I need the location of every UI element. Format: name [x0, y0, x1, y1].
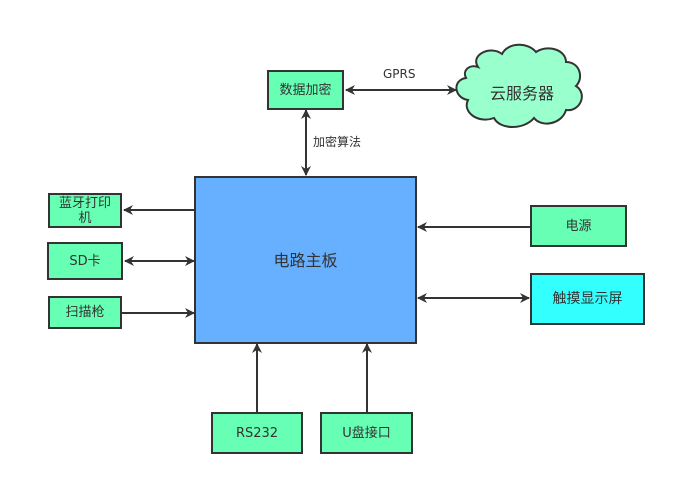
- node-power[interactable]: 电源: [530, 205, 627, 247]
- node-touch-screen-label: 触摸显示屏: [552, 290, 623, 307]
- edge-label-encrypt-algorithm: 加密算法: [313, 135, 362, 149]
- node-rs232[interactable]: RS232: [211, 412, 303, 454]
- node-rs232-label: RS232: [235, 425, 279, 441]
- node-data-encrypt-label: 数据加密: [279, 82, 332, 98]
- edge-label-gprs: GPRS: [383, 67, 416, 81]
- node-touch-screen[interactable]: 触摸显示屏: [530, 273, 645, 325]
- node-usb-port-label: U盘接口: [342, 425, 391, 441]
- node-power-label: 电源: [565, 218, 592, 234]
- node-sd-card-label: SD卡: [69, 253, 101, 269]
- node-main-board-label: 电路主板: [273, 250, 338, 270]
- node-sd-card[interactable]: SD卡: [47, 242, 123, 280]
- node-data-encrypt[interactable]: 数据加密: [267, 70, 344, 110]
- node-scanner-label: 扫描枪: [65, 305, 105, 320]
- node-bt-printer[interactable]: 蓝牙打印机: [48, 193, 122, 228]
- node-scanner[interactable]: 扫描枪: [48, 296, 122, 329]
- cloud-shape[interactable]: [455, 43, 583, 128]
- node-bt-printer-label: 蓝牙打印机: [58, 195, 111, 226]
- node-usb-port[interactable]: U盘接口: [320, 412, 413, 454]
- node-cloud-server-label: 云服务器: [490, 84, 555, 103]
- node-main-board[interactable]: 电路主板: [194, 176, 417, 344]
